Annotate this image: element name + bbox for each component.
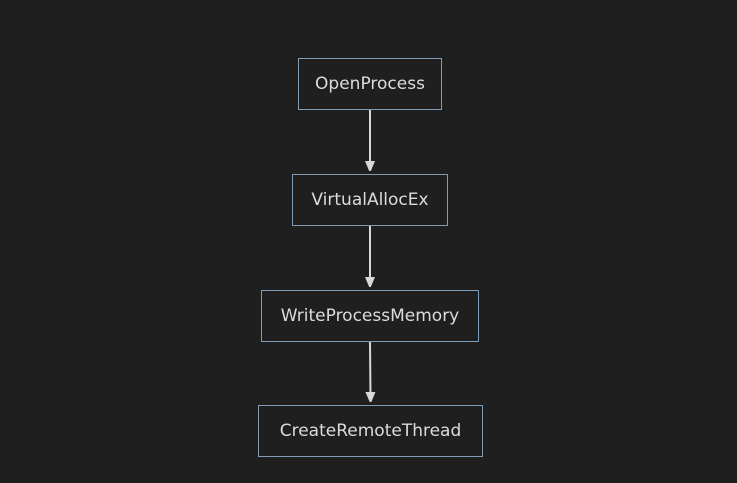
node-write-process-memory: WriteProcessMemory (261, 290, 479, 342)
node-label-open-process: OpenProcess (315, 73, 425, 94)
node-open-process: OpenProcess (298, 58, 442, 110)
node-label-create-remote-thread: CreateRemoteThread (279, 420, 462, 441)
node-label-write-process-memory: WriteProcessMemory (280, 305, 460, 326)
node-create-remote-thread: CreateRemoteThread (258, 405, 483, 457)
edge-arrow-3 (370, 341, 371, 398)
node-label-virtual-alloc-ex: VirtualAllocEx (311, 189, 429, 210)
node-virtual-alloc-ex: VirtualAllocEx (292, 174, 448, 226)
